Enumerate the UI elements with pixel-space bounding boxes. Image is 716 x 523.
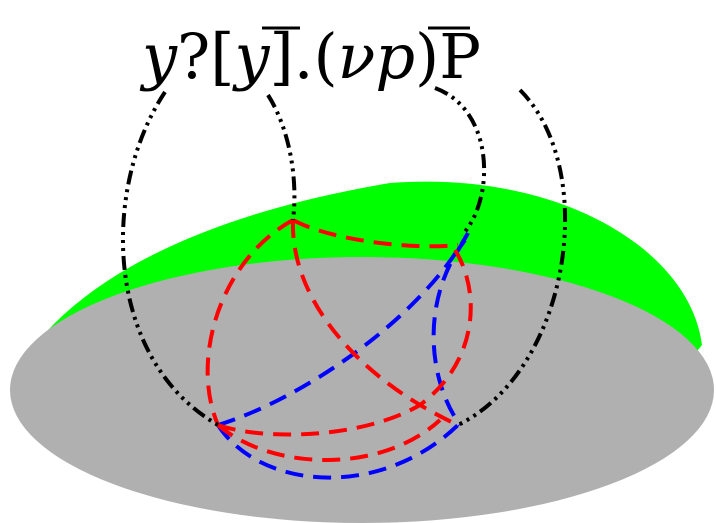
formula-question-mark: ? bbox=[177, 20, 210, 93]
red-arc-top bbox=[292, 218, 459, 249]
formula-right-bracket: ] bbox=[270, 20, 294, 93]
binding-links bbox=[120, 86, 568, 427]
blue-arc-bottom bbox=[216, 423, 460, 480]
formula-process: P bbox=[439, 20, 481, 93]
red-arc-left-loop bbox=[205, 218, 294, 426]
formula-left-bracket: [ bbox=[210, 20, 234, 93]
formula-left-paren: ( bbox=[313, 20, 337, 93]
red-arc-bottom bbox=[216, 418, 442, 462]
link-p-bar bbox=[434, 86, 487, 237]
formula-nu: ν bbox=[338, 20, 376, 93]
formula-y-bound: y bbox=[231, 20, 270, 93]
blue-arc-right bbox=[431, 238, 467, 427]
link-y-bar bbox=[266, 93, 297, 221]
red-arcs bbox=[205, 218, 473, 462]
blue-arc-diagonal bbox=[217, 232, 470, 427]
dome-base-disk bbox=[10, 257, 714, 523]
red-arc-right-loop bbox=[217, 248, 473, 437]
link-y-input bbox=[120, 90, 219, 427]
formula-p-bound: p bbox=[375, 20, 415, 93]
formula-right-paren: ) bbox=[415, 20, 439, 93]
formula: y?[y].(νp)P bbox=[139, 20, 481, 93]
formula-y-input: y bbox=[139, 20, 178, 93]
formula-dot: . bbox=[294, 20, 314, 93]
link-process bbox=[457, 88, 568, 427]
blue-arcs bbox=[216, 232, 470, 480]
dome bbox=[10, 181, 714, 523]
